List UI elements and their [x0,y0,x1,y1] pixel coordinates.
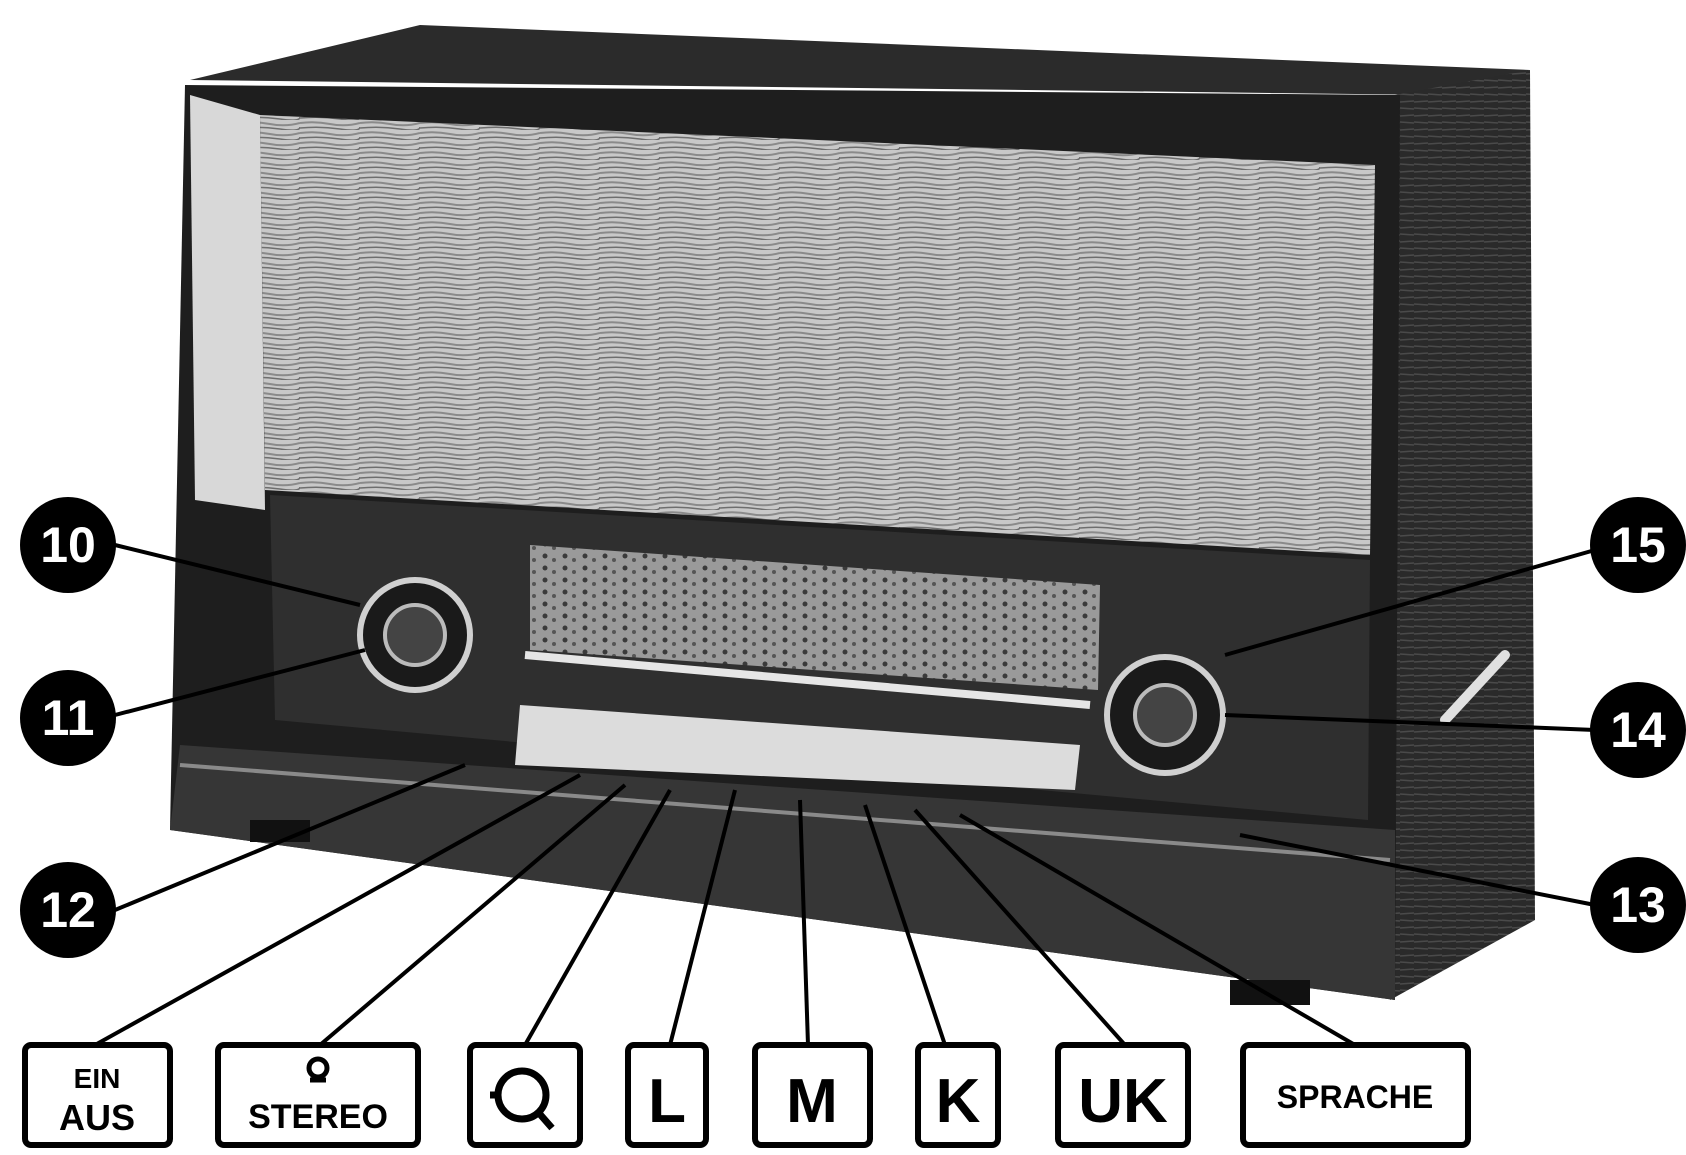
push-button-bar [515,705,1080,790]
callout-14-label: 14 [1610,702,1666,758]
callout-11-label: 11 [42,690,95,746]
callout-11: 11 [20,670,116,766]
stereo-label: STEREO [248,1098,388,1136]
stereo-icon [306,1056,330,1083]
callout-15-label: 15 [1610,517,1666,573]
uk-label: UK [1078,1067,1168,1136]
l-label: L [648,1067,686,1136]
callout-15: 15 [1590,497,1686,593]
button-key-uk: UK [1055,1042,1191,1148]
button-key-sprache: SPRACHE [1240,1042,1471,1148]
callout-13-label: 13 [1610,877,1666,933]
callout-14: 14 [1590,682,1686,778]
tone-curve-icon [490,1067,555,1131]
callout-12: 12 [20,862,116,958]
button-key-tone [467,1042,583,1148]
callout-10: 10 [20,497,116,593]
button-key-m: M [752,1042,873,1148]
button-key-ein-aus: EIN AUS [22,1042,173,1148]
button-key-l: L [625,1042,709,1148]
sprache-label: SPRACHE [1277,1079,1433,1115]
k-label: K [936,1067,981,1136]
callout-leaders [114,543,1596,912]
left-knob [357,577,473,693]
callout-12-label: 12 [40,882,96,938]
radio-cabinet [170,25,1535,1005]
m-label: M [786,1067,838,1136]
button-key-k: K [915,1042,1001,1148]
callout-10-label: 10 [40,517,96,573]
button-key-stereo: STEREO [215,1042,421,1148]
right-knob [1104,654,1226,776]
tuning-dial-glass [530,545,1100,690]
callout-13: 13 [1590,857,1686,953]
button-leaders [94,773,1357,1047]
ein-aus-line1: EIN [74,1063,121,1094]
ein-aus-line2: AUS [59,1097,135,1138]
